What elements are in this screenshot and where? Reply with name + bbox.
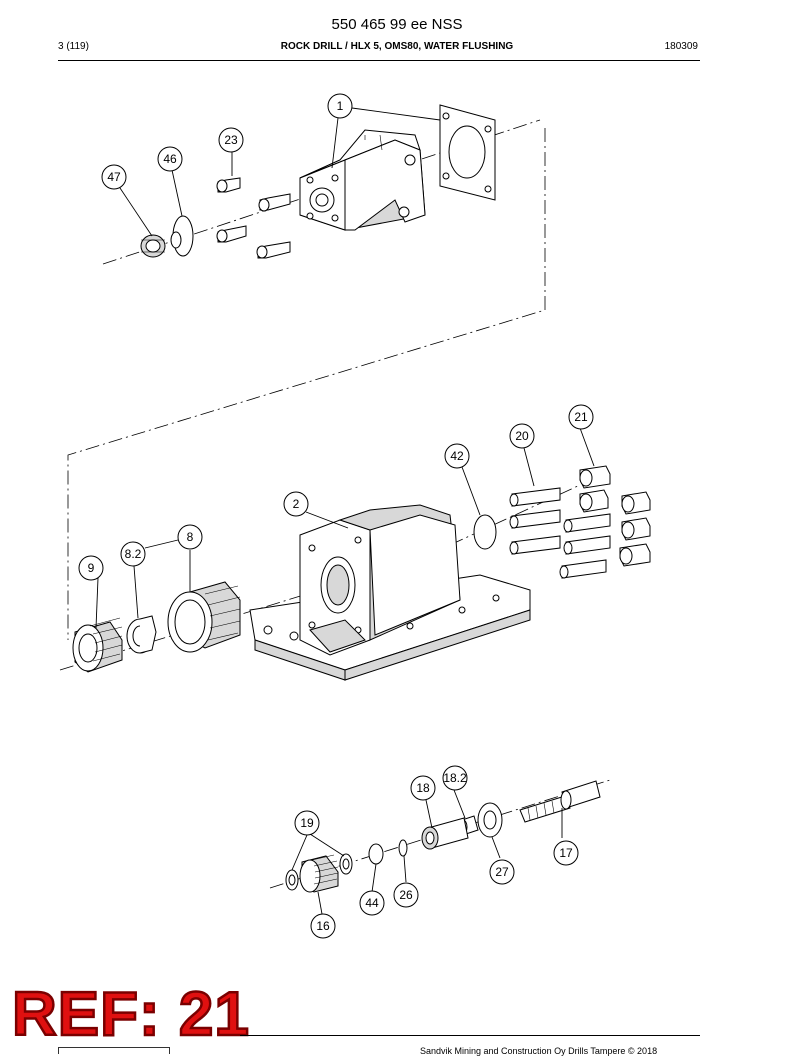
gear-part-16 [299, 854, 339, 893]
logo-fragment [58, 1047, 170, 1054]
plug-set-21 [579, 465, 651, 567]
washer-part-27 [477, 802, 503, 838]
shaft-part-17 [519, 780, 601, 823]
o-ring-part-44 [368, 843, 384, 865]
assembly-top [67, 104, 546, 640]
callout-42: 42 [444, 443, 470, 469]
callout-label: 8.2 [125, 547, 142, 561]
washer-set-19 [285, 853, 353, 891]
page-reference: 3 (119) [58, 41, 89, 52]
callout-9: 9 [78, 555, 104, 581]
fitting-set-20 [509, 487, 611, 579]
footer-copyright: Sandvik Mining and Construction Oy Drill… [420, 1046, 658, 1056]
header-rule [58, 60, 700, 61]
callout-label: 23 [224, 133, 238, 147]
callout-27: 27 [489, 859, 515, 885]
callout-19: 19 [294, 810, 320, 836]
footer-rule [240, 1035, 700, 1036]
callout-17: 17 [553, 840, 579, 866]
o-ring-part-26 [398, 839, 408, 857]
callout-18-2: 18.2 [442, 765, 468, 791]
callout-8-2: 8.2 [120, 541, 146, 567]
roller-bearing-part-9 [72, 617, 123, 673]
callout-2: 2 [283, 491, 309, 517]
leader-lines [95, 107, 595, 915]
callout-8: 8 [177, 524, 203, 550]
callout-label: 26 [399, 888, 413, 902]
callout-label: 20 [515, 429, 529, 443]
washer-part-46 [170, 215, 194, 257]
ring-part-8-2 [126, 615, 157, 654]
callout-label: 2 [293, 497, 300, 511]
o-ring-part-42 [473, 514, 497, 550]
bolt-set-23 [216, 177, 291, 259]
housing-part-2 [249, 504, 531, 681]
callout-21: 21 [568, 404, 594, 430]
callout-label: 27 [495, 865, 509, 879]
callout-16: 16 [310, 913, 336, 939]
boundary-line [67, 128, 546, 640]
centerline-middle [59, 589, 321, 671]
callout-23: 23 [218, 127, 244, 153]
assembly-bottom [269, 779, 611, 893]
callout-26: 26 [393, 882, 419, 908]
callout-label: 44 [365, 896, 379, 910]
callout-20: 20 [509, 423, 535, 449]
bearing-part-8 [167, 581, 241, 653]
callout-44: 44 [359, 890, 385, 916]
housing-part-1 [299, 129, 426, 231]
document-title: ROCK DRILL / HLX 5, OMS80, WATER FLUSHIN… [280, 41, 514, 52]
sleeve-part-18 [421, 817, 469, 850]
ref-stamp: REF: 21 [11, 980, 250, 1049]
callout-label: 19 [300, 816, 314, 830]
gasket-plate [439, 104, 496, 201]
callout-label: 21 [574, 410, 588, 424]
clamp-part-47 [140, 234, 166, 258]
callout-label: 16 [316, 919, 330, 933]
callout-label: 8 [187, 530, 194, 544]
date-code: 180309 [664, 41, 698, 52]
callout-label: 42 [450, 449, 464, 463]
assembly-middle [59, 465, 651, 681]
callout-1: 1 [327, 93, 353, 119]
document-number: 550 465 99 ee NSS [331, 16, 463, 33]
callout-18: 18 [410, 775, 436, 801]
callout-label: 9 [88, 561, 95, 575]
callout-label: 46 [163, 152, 177, 166]
callout-47: 47 [101, 164, 127, 190]
callout-label: 47 [107, 170, 121, 184]
callout-label: 18 [416, 781, 430, 795]
callout-label: 1 [337, 99, 344, 113]
callout-46: 46 [157, 146, 183, 172]
callout-label: 17 [559, 846, 573, 860]
callout-label: 18.2 [443, 771, 467, 785]
